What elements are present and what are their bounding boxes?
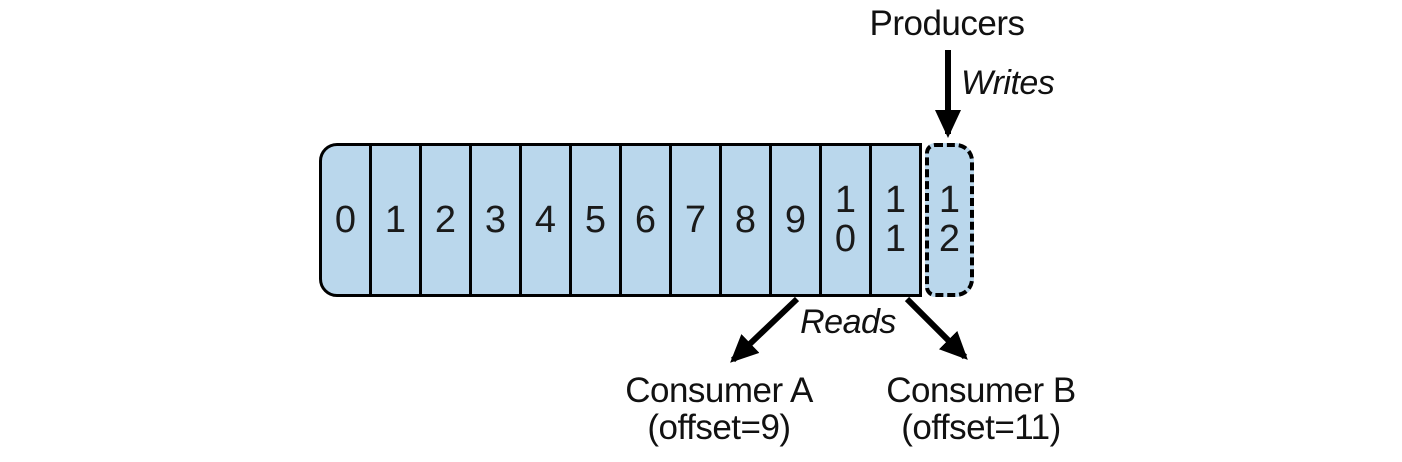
consumer-a-label: Consumer A (offset=9) bbox=[589, 372, 849, 447]
log-cell-next-write: 1 2 bbox=[925, 143, 974, 297]
log-cell-11: 1 1 bbox=[884, 179, 907, 260]
log-cell-8: 8 bbox=[722, 146, 772, 294]
log-cell-9: 9 bbox=[772, 146, 822, 294]
log-cell-7: 7 bbox=[672, 146, 722, 294]
log-cell-3: 3 bbox=[472, 146, 522, 294]
log-cell-5: 5 bbox=[572, 146, 622, 294]
writes-label: Writes bbox=[961, 64, 1055, 102]
consumer-a-name: Consumer A bbox=[625, 371, 813, 410]
consumer-b-offset: (offset=11) bbox=[901, 408, 1061, 448]
consumer-a-offset: (offset=9) bbox=[647, 408, 791, 448]
log-cell-4: 4 bbox=[522, 146, 572, 294]
producers-label: Producers bbox=[869, 4, 1025, 43]
consumer-b-name: Consumer B bbox=[886, 371, 1076, 410]
log-cell-10: 1 0 bbox=[822, 146, 872, 294]
consumer-b-label: Consumer B (offset=11) bbox=[851, 372, 1111, 447]
log-cell-0: 0 bbox=[322, 146, 372, 294]
log-cell-6: 6 bbox=[622, 146, 672, 294]
log-cell-2: 2 bbox=[422, 146, 472, 294]
log-cell-1: 1 bbox=[372, 146, 422, 294]
reads-label: Reads bbox=[800, 303, 896, 341]
